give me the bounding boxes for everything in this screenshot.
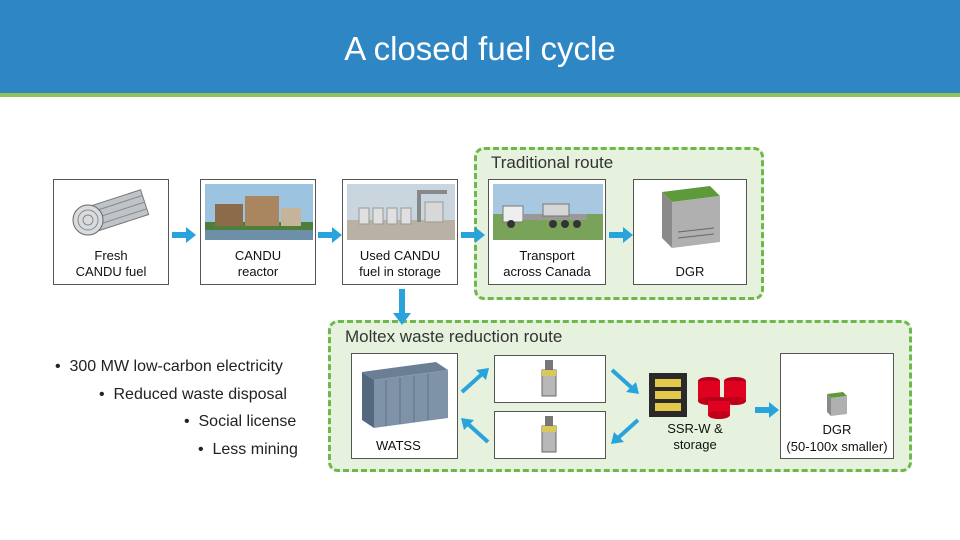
benefit-item: • Less mining — [198, 441, 298, 458]
transport-card: Transport across Canada — [488, 179, 606, 285]
ssr-storage-card: SSR-W & storage — [637, 353, 753, 459]
arrow-watss-to-top — [460, 368, 489, 394]
watss-card: WATSS — [351, 353, 458, 459]
fresh-fuel-caption: Fresh CANDU fuel — [75, 248, 147, 279]
benefit-item: • 300 MW low-carbon electricity — [55, 358, 283, 375]
used-fuel-caption: Used CANDU fuel in storage — [359, 248, 441, 279]
arrow-ssr-to-bottom — [611, 418, 640, 444]
page-title: A closed fuel cycle — [344, 30, 616, 67]
canister-icon — [541, 360, 557, 397]
traditional-route-label: Traditional route — [489, 153, 616, 173]
dgr-caption: DGR — [675, 264, 705, 279]
container-image — [356, 358, 453, 428]
arrow-fresh-to-reactor — [172, 227, 196, 243]
arrow-top-to-ssr — [610, 368, 639, 394]
reactor-image — [205, 184, 313, 240]
process-box-bottom — [494, 411, 606, 459]
arrow-reactor-to-storage — [318, 227, 342, 243]
ssr-storage-caption: SSR-W & storage — [667, 421, 723, 452]
arrow-ssr-to-dgr — [755, 402, 779, 418]
process-box-top — [494, 355, 606, 403]
dgr-small-image — [827, 392, 847, 416]
truck-image — [493, 184, 603, 240]
benefit-label: 300 MW low-carbon electricity — [69, 358, 283, 375]
dgr-card: DGR — [633, 179, 747, 285]
arrow-transport-to-dgr — [609, 227, 633, 243]
benefit-label: Social license — [198, 413, 297, 430]
candu-reactor-card: CANDU reactor — [200, 179, 316, 285]
candu-reactor-caption: CANDU reactor — [234, 248, 282, 279]
dgr-image — [658, 184, 722, 250]
dgr-small-note: (50-100x smaller) — [786, 439, 888, 454]
benefit-item: • Social license — [184, 413, 297, 430]
title-banner — [0, 0, 960, 93]
canister-icon-2 — [541, 416, 557, 453]
benefit-item: • Reduced waste disposal — [99, 386, 287, 403]
watss-caption: WATSS — [376, 438, 421, 453]
dgr-small-title: DGR — [822, 422, 852, 437]
dgr-small-card: DGR (50-100x smaller) — [780, 353, 894, 459]
arrow-bottom-to-watss — [461, 418, 490, 444]
transport-caption: Transport across Canada — [503, 248, 591, 279]
ssr-reactor-image — [649, 373, 746, 419]
used-fuel-card: Used CANDU fuel in storage — [342, 179, 458, 285]
arrow-storage-down — [393, 289, 411, 325]
fresh-fuel-card: Fresh CANDU fuel — [53, 179, 169, 285]
benefit-label: Reduced waste disposal — [113, 386, 287, 403]
arrow-storage-to-transport — [461, 227, 485, 243]
storage-site-image — [347, 184, 455, 240]
moltex-route-label: Moltex waste reduction route — [343, 327, 565, 347]
benefit-label: Less mining — [212, 441, 298, 458]
banner-underline — [0, 93, 960, 97]
fuel-bundle-image — [58, 184, 164, 240]
